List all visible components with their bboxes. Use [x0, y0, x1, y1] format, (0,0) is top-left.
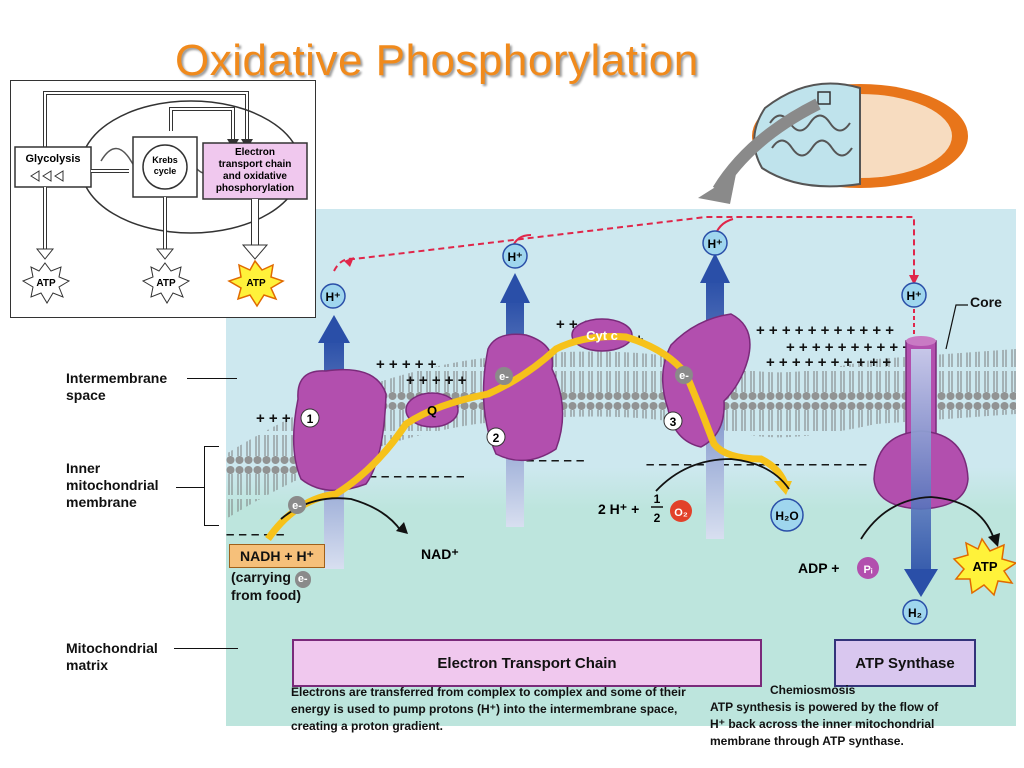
chemiosmosis-title: Chemiosmosis: [770, 683, 856, 697]
carrying-line2: from food): [231, 587, 301, 603]
svg-text:+ + + + + + + + + + +: + + + + + + + + + + +: [756, 322, 894, 339]
e-minus-3: e-: [679, 370, 689, 382]
overview-diagram: Glycolysis Krebs cycle Electron transpor…: [14, 91, 308, 308]
inset-atp-1: ATP: [36, 278, 56, 289]
half-numerator: 1: [654, 492, 661, 506]
overview-inset: Glycolysis Krebs cycle Electron transpor…: [10, 80, 316, 318]
h-plus-label-2: H⁺: [508, 250, 523, 264]
nad-label: NAD⁺: [421, 546, 459, 562]
inset-atp-3: ATP: [246, 278, 266, 289]
h2o-label: H₂O: [775, 509, 798, 523]
h-plus-label-4: H⁺: [907, 289, 922, 303]
h-plus-label-3: H⁺: [708, 237, 723, 251]
intermembrane-pointer: [187, 378, 237, 379]
lipid-bilayer: [226, 349, 1016, 519]
inset-etc-3: and oxidative: [223, 171, 287, 182]
cyt-c-label: Cyt c: [586, 328, 618, 343]
intermembrane-label: Intermembrane space: [66, 370, 168, 403]
inset-atp-2: ATP: [156, 278, 176, 289]
complex-1-label: 1: [307, 412, 314, 426]
svg-text:+ + + + +: + + + + +: [376, 356, 437, 373]
svg-text:+ + +: + + +: [256, 410, 291, 427]
proton-markers: H⁺ H⁺ H⁺ H⁺: [320, 230, 927, 309]
atp-star: [952, 537, 1016, 597]
e-minus-1: e-: [292, 500, 302, 512]
matrix-pointer: [174, 648, 238, 649]
adp-label: ADP +: [798, 560, 839, 576]
svg-text:+ + + + + + + + + +: + + + + + + + + + +: [786, 339, 911, 356]
nadh-box: NADH + H⁺: [229, 544, 325, 568]
page-title: Oxidative Phosphorylation: [175, 36, 699, 85]
mitochondrion-icon: [698, 82, 968, 204]
o2-label: O₂: [674, 507, 688, 519]
krebs-label-2: cycle: [154, 166, 177, 176]
e-minus-2: e-: [499, 371, 509, 383]
half-denominator: 2: [654, 511, 661, 525]
glycolysis-label: Glycolysis: [25, 153, 80, 165]
krebs-label-1: Krebs: [152, 155, 178, 165]
two-h-label: 2 H⁺ +: [598, 501, 639, 517]
etc-caption: Electrons are transferred from complex t…: [291, 685, 686, 733]
pi-label: Pᵢ: [864, 564, 873, 576]
inner-membrane-bracket: [204, 446, 219, 526]
carrying-line1: (carrying e-: [231, 569, 311, 588]
matrix-label: Mitochondrial matrix: [66, 640, 158, 673]
inner-membrane-pointer: [176, 487, 204, 488]
core-label: Core: [970, 294, 1002, 310]
q-label: Q: [427, 403, 437, 418]
chemiosmosis-caption: ATP synthesis is powered by the flow of …: [710, 700, 939, 748]
complex-2-label: 2: [493, 431, 500, 445]
atp-synthase-box: ATP Synthase: [834, 639, 976, 687]
complex-3-label: 3: [670, 415, 677, 429]
inset-etc-2: transport chain: [219, 159, 292, 170]
svg-text:– – – – – – – – –: – – – – – – – – –: [356, 468, 464, 485]
inset-etc-4: phosphorylation: [216, 183, 294, 194]
svg-text:+ + + + + + + + + +: + + + + + + + + + +: [766, 354, 891, 371]
svg-text:+ + + + +: + + + + +: [406, 372, 467, 389]
inner-membrane-label: Inner mitochondrial membrane: [66, 460, 159, 510]
inset-etc-1: Electron: [235, 147, 275, 158]
h2-label: H₂: [908, 606, 922, 620]
etc-diagram: + + + + + + + + + + + + + + + + + + + + …: [226, 216, 1016, 625]
etc-box: Electron Transport Chain: [292, 639, 762, 687]
h-plus-label-1: H⁺: [326, 290, 341, 304]
atp-label: ATP: [972, 559, 997, 574]
e-minus-4: e-: [294, 571, 311, 588]
